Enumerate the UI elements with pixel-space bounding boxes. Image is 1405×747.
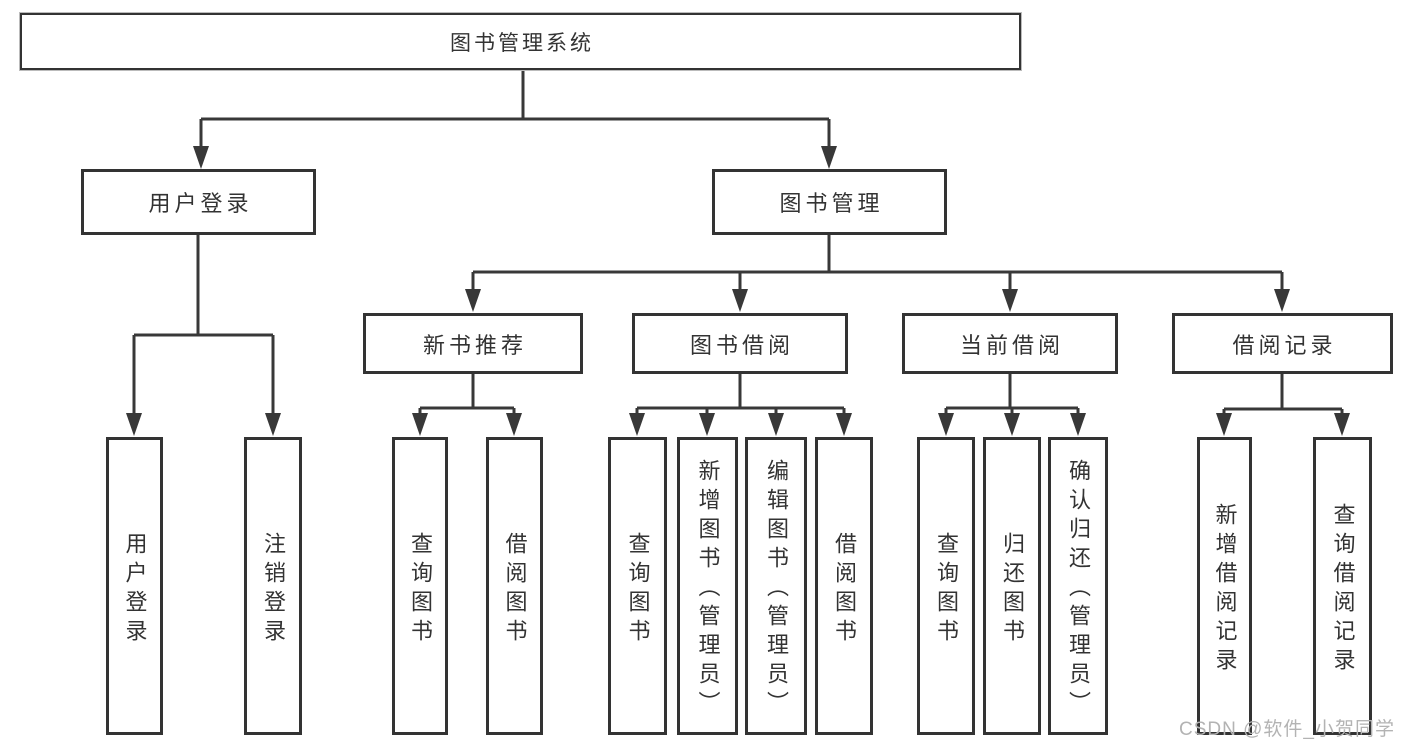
leaf-recommend-borrow-books-label: 借阅图书 bbox=[502, 531, 528, 648]
branch-book-borrowing bbox=[629, 374, 852, 436]
node-book-management-label: 图书管理 bbox=[779, 191, 884, 216]
node-borrowing-records-label: 借阅记录 bbox=[1232, 332, 1337, 358]
node-new-book-recommend-label: 新书推荐 bbox=[422, 332, 527, 358]
branch-root bbox=[193, 70, 837, 169]
leaf-borrowing-add-books-admin-label: 新增图书（管理员） bbox=[695, 459, 721, 720]
leaf-current-query-books: 查询图书 bbox=[917, 437, 975, 735]
leaf-borrowing-query-books: 查询图书 bbox=[608, 437, 667, 735]
leaf-current-return-books: 归还图书 bbox=[983, 437, 1041, 735]
leaf-borrowing-borrow-books: 借阅图书 bbox=[815, 437, 873, 735]
branch-current-borrowing bbox=[938, 374, 1086, 436]
leaf-borrowing-query-books-label: 查询图书 bbox=[625, 531, 651, 648]
leaf-current-confirm-return-admin: 确认归还（管理员） bbox=[1048, 437, 1108, 735]
branch-user-login bbox=[126, 235, 281, 436]
leaf-user-login-label: 用户登录 bbox=[122, 531, 148, 648]
branch-book-management bbox=[465, 235, 1290, 312]
branch-new-book-recommend bbox=[412, 374, 522, 436]
leaf-borrowing-edit-books-admin: 编辑图书（管理员） bbox=[745, 437, 807, 735]
branch-borrowing-records bbox=[1216, 374, 1350, 436]
node-borrowing-records: 借阅记录 bbox=[1172, 313, 1393, 374]
node-root: 图书管理系统 bbox=[20, 13, 1021, 70]
leaf-current-confirm-return-admin-label: 确认归还（管理员） bbox=[1066, 459, 1091, 720]
leaf-current-query-books-label: 查询图书 bbox=[934, 531, 959, 648]
leaf-recommend-query-books: 查询图书 bbox=[392, 437, 448, 735]
leaf-borrowing-add-books-admin: 新增图书（管理员） bbox=[677, 437, 738, 735]
leaf-current-return-books-label: 归还图书 bbox=[1000, 531, 1025, 648]
node-book-borrowing: 图书借阅 bbox=[632, 313, 848, 374]
node-root-label: 图书管理系统 bbox=[450, 31, 594, 55]
watermark: CSDN @软件_小贺同学 bbox=[1179, 719, 1395, 740]
node-book-borrowing-label: 图书借阅 bbox=[689, 332, 794, 358]
leaf-records-add-record-label: 新增借阅记录 bbox=[1212, 502, 1238, 677]
leaf-logout: 注销登录 bbox=[244, 437, 302, 735]
leaf-borrowing-edit-books-admin-label: 编辑图书（管理员） bbox=[764, 459, 789, 720]
leaf-records-add-record: 新增借阅记录 bbox=[1197, 437, 1252, 735]
node-current-borrowing: 当前借阅 bbox=[902, 313, 1118, 374]
leaf-records-query-record: 查询借阅记录 bbox=[1313, 437, 1372, 735]
node-book-management: 图书管理 bbox=[712, 169, 947, 235]
leaf-borrowing-borrow-books-label: 借阅图书 bbox=[832, 531, 857, 648]
leaf-recommend-borrow-books: 借阅图书 bbox=[486, 437, 543, 735]
node-current-borrowing-label: 当前借阅 bbox=[959, 332, 1064, 358]
leaf-recommend-query-books-label: 查询图书 bbox=[408, 531, 433, 648]
node-new-book-recommend: 新书推荐 bbox=[363, 313, 583, 374]
node-user-login-label: 用户登录 bbox=[148, 191, 253, 216]
leaf-user-login: 用户登录 bbox=[106, 437, 163, 735]
node-user-login: 用户登录 bbox=[81, 169, 316, 235]
leaf-records-query-record-label: 查询借阅记录 bbox=[1330, 502, 1356, 677]
leaf-logout-label: 注销登录 bbox=[261, 531, 286, 648]
